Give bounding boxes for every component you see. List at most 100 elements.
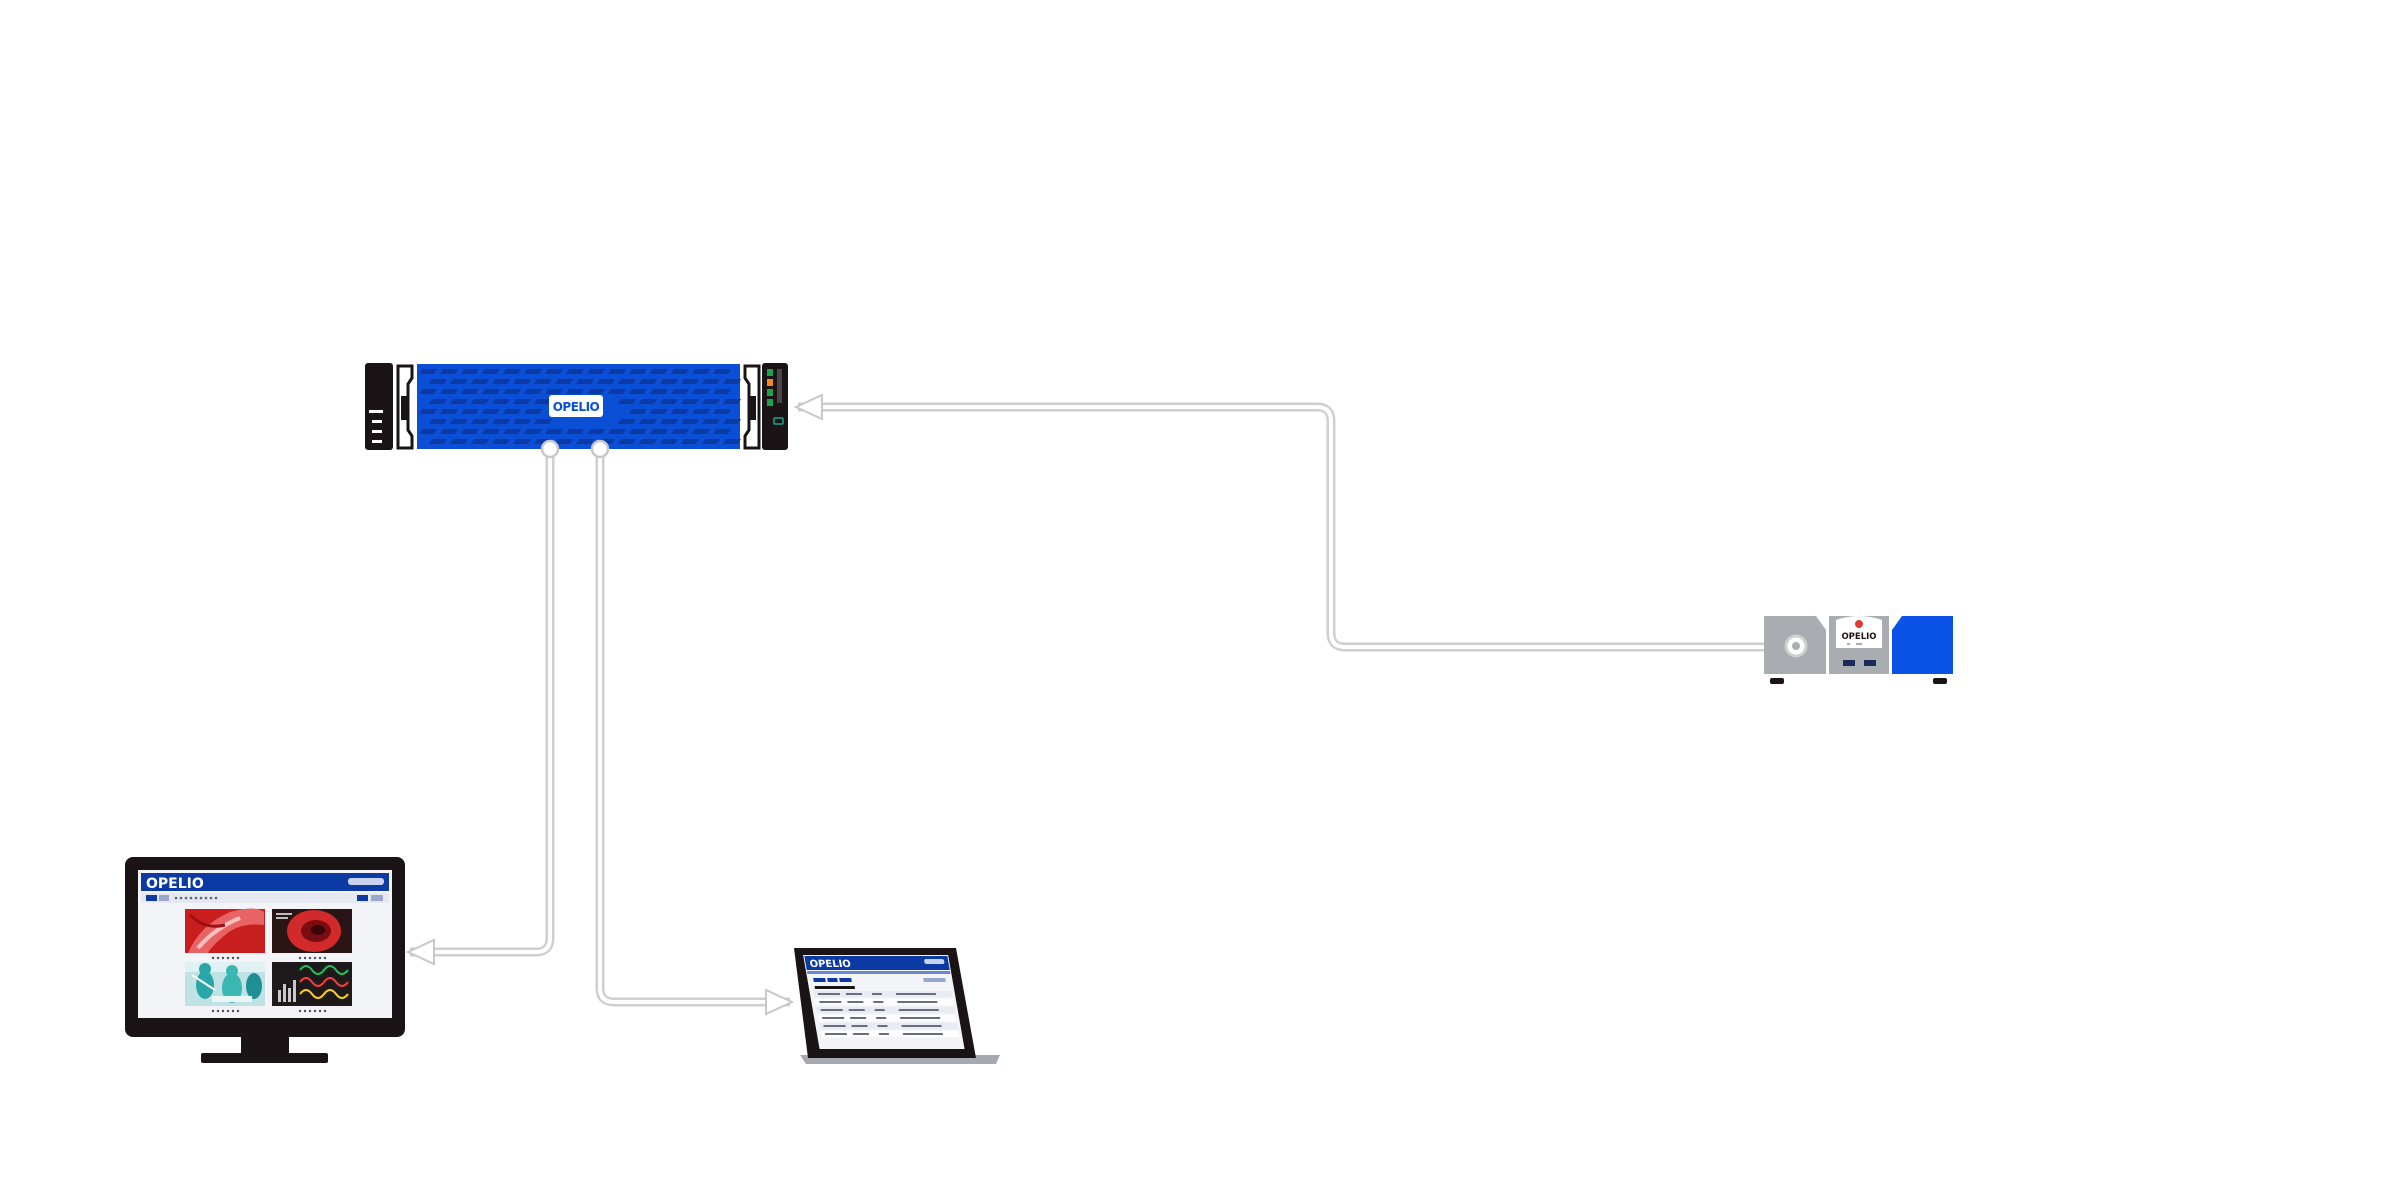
vent-slot	[576, 379, 594, 384]
vent-slot	[461, 389, 479, 394]
vent-slot	[482, 369, 500, 374]
toolbar-dot	[174, 896, 178, 900]
vent-slot	[429, 379, 447, 384]
caption-dot	[226, 1009, 230, 1013]
monitor-header-search	[348, 878, 384, 885]
vent-slot	[650, 369, 668, 374]
toolbar-dot	[199, 896, 203, 900]
caption-dot	[216, 956, 220, 960]
vent-slot	[618, 439, 636, 444]
table-cell	[902, 1033, 944, 1035]
vent-slot	[618, 419, 636, 424]
vent-slot	[639, 379, 657, 384]
vent-slot	[639, 399, 657, 404]
server-ear-slot	[372, 430, 382, 433]
vent-slot	[713, 409, 731, 414]
laptop-tab	[827, 978, 838, 982]
caption-dot	[313, 1009, 317, 1013]
vent-slot	[534, 399, 552, 404]
server-port-laptop	[590, 439, 610, 459]
status-led-orange	[767, 379, 773, 386]
vent-slot	[650, 389, 668, 394]
table-row	[813, 991, 953, 997]
rack-server: OPELIO	[365, 363, 788, 459]
vent-slot	[503, 369, 521, 374]
caption-dot	[211, 956, 215, 960]
recorder-foot-left	[1770, 678, 1784, 684]
table-row	[819, 1023, 959, 1029]
vent-slot	[419, 389, 437, 394]
vent-slot	[534, 379, 552, 384]
vent-slot	[618, 399, 636, 404]
connector-server-to-laptop	[595, 450, 795, 1016]
monitor-toolbar	[141, 893, 389, 903]
monitor-tab	[159, 895, 169, 901]
vent-slot	[660, 379, 678, 384]
vent-slot	[681, 399, 699, 404]
server-ear-slot	[369, 410, 383, 413]
vent-slot	[587, 429, 605, 434]
vent-slot	[461, 429, 479, 434]
caption-dot	[303, 956, 307, 960]
vent-slot	[492, 379, 510, 384]
vent-slot	[492, 439, 510, 444]
table-cell	[819, 1001, 842, 1003]
table-cell	[848, 1009, 865, 1011]
vent-slot	[629, 389, 647, 394]
server-power-port	[773, 417, 784, 425]
vent-slot	[660, 399, 678, 404]
vent-slot	[681, 419, 699, 424]
monitor-thumbnail-captions	[211, 1009, 327, 1013]
table-cell	[852, 1033, 870, 1035]
vent-slot	[671, 369, 689, 374]
vent-slot	[713, 429, 731, 434]
caption-dot	[211, 1009, 215, 1013]
table-cell	[821, 1017, 845, 1019]
vent-slot	[566, 369, 584, 374]
server-left-ear	[365, 363, 393, 450]
vent-slot	[639, 419, 657, 424]
table-cell	[847, 1001, 864, 1003]
laptop-header-search	[924, 959, 945, 964]
recorder-foot-right	[1933, 678, 1947, 684]
table-cell	[824, 1033, 848, 1035]
vent-slot	[608, 429, 626, 434]
laptop-app-header	[804, 956, 950, 970]
table-cell	[817, 993, 841, 995]
vent-slot	[713, 369, 731, 374]
server-logo-badge: OPELIO	[549, 395, 603, 417]
vent-slot	[576, 439, 594, 444]
vent-slot	[524, 369, 542, 374]
vent-slot	[555, 439, 573, 444]
caption-dot	[323, 1009, 327, 1013]
vent-slot	[660, 419, 678, 424]
arrowhead-into-laptop	[765, 988, 795, 1016]
server-port-monitor	[540, 439, 560, 459]
vent-slot	[513, 399, 531, 404]
table-title	[814, 986, 856, 989]
server-ear-slot	[372, 440, 382, 443]
monitor-thumbnail-endoscopy-1	[185, 908, 265, 953]
toolbar-dot	[214, 896, 218, 900]
recorder-device: OPELIO	[1764, 616, 1953, 684]
vent-slot	[692, 389, 710, 394]
vent-slot	[513, 379, 531, 384]
vent-slot	[671, 429, 689, 434]
recorder-logo-text: OPELIO	[1841, 632, 1876, 642]
vent-slot	[419, 409, 437, 414]
caption-dot	[303, 1009, 307, 1013]
caption-dot	[308, 956, 312, 960]
table-cell	[851, 1025, 868, 1027]
monitor-logo-text: OPELIO	[146, 876, 204, 892]
vent-slot	[524, 429, 542, 434]
table-row	[817, 1015, 957, 1021]
vent-slot	[681, 439, 699, 444]
monitor-thumbnail-operating-room	[185, 962, 265, 1006]
connector-server-to-monitor	[405, 450, 555, 966]
vent-slot	[471, 399, 489, 404]
caption-dot	[308, 1009, 312, 1013]
laptop-filter-button	[923, 978, 946, 982]
vent-slot	[524, 409, 542, 414]
table-cell	[895, 993, 937, 995]
vent-slot	[513, 419, 531, 424]
